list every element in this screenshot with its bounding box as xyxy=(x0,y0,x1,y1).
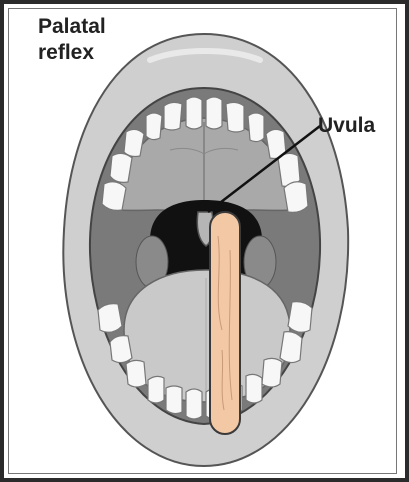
title-line-2: reflex xyxy=(38,40,106,66)
uvula-label: Uvula xyxy=(318,114,375,138)
title-line-1: Palatal xyxy=(38,14,106,40)
tongue-depressor xyxy=(210,212,240,434)
figure-title: Palatal reflex xyxy=(38,14,106,66)
